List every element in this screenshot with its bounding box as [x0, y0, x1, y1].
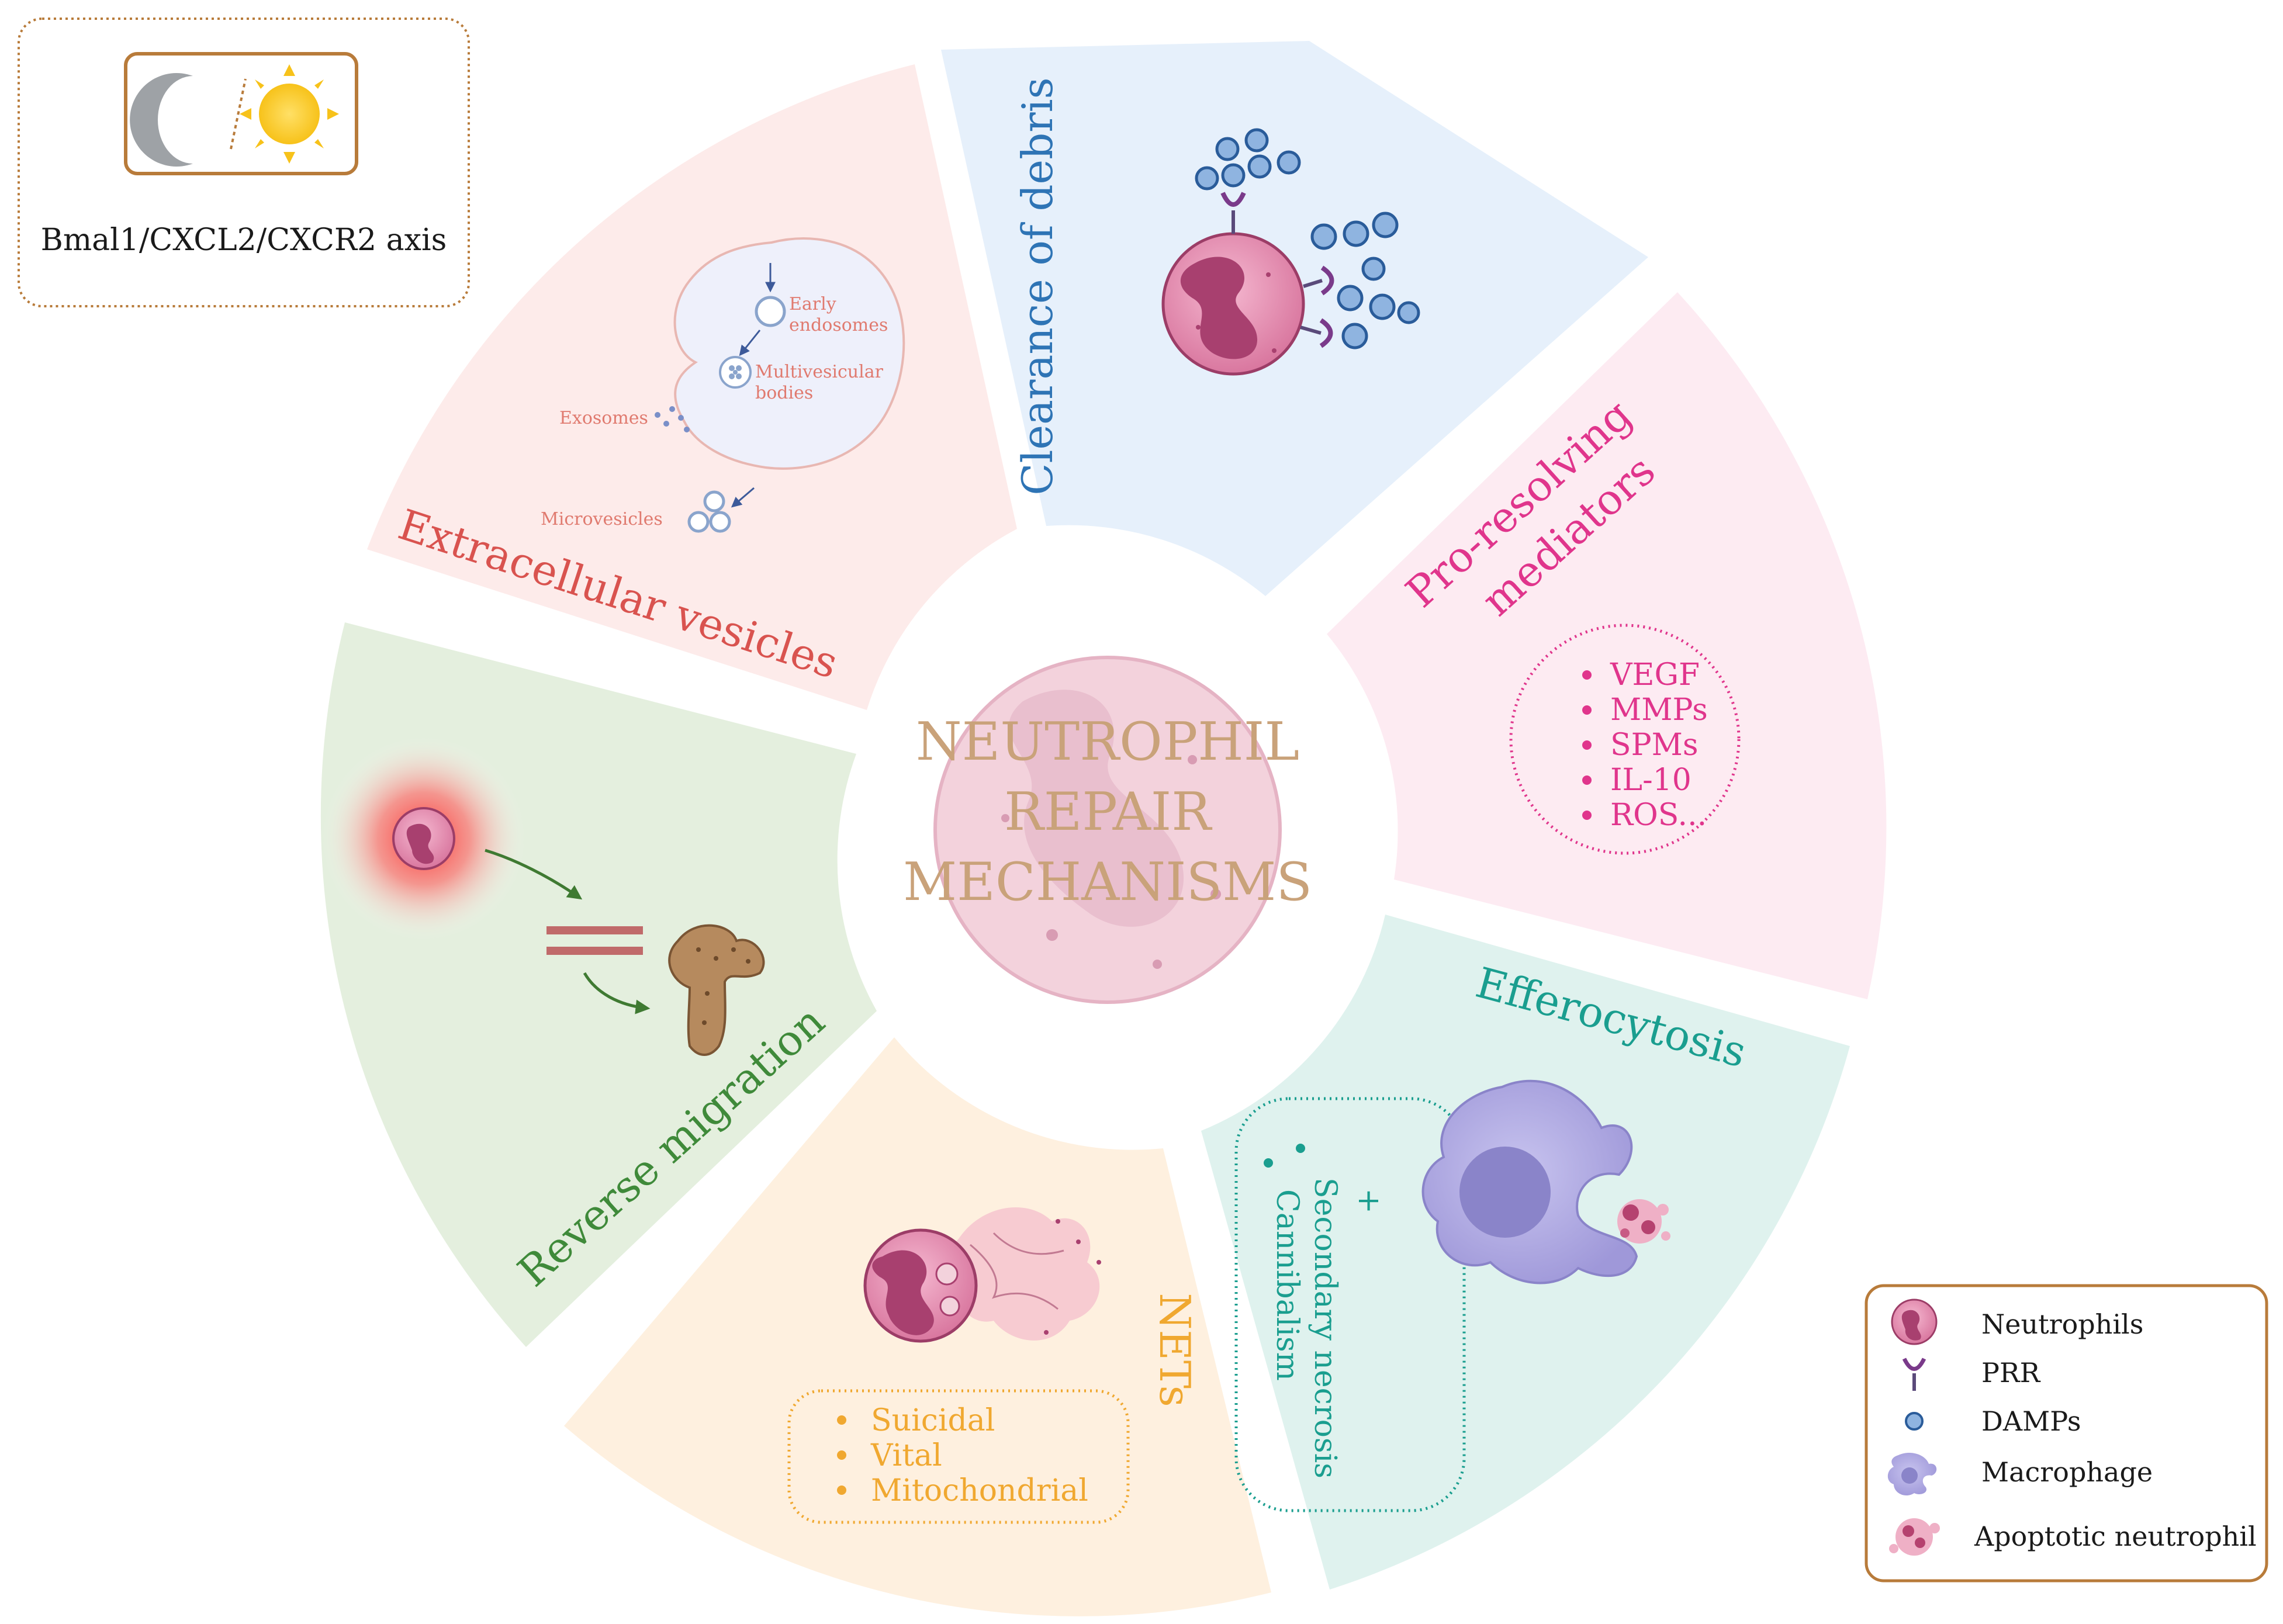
- legend: Neutrophils PRR DAMPs Macrophage Apoptot…: [1865, 1284, 2268, 1583]
- center-title-line-3: MECHANISMS: [903, 851, 1312, 913]
- apoptotic-neutrophil-legend-icon: [1889, 1518, 1940, 1556]
- legend-label: Apoptotic neutrophil: [1974, 1521, 2257, 1552]
- efferocytosis-list: + Secondary necrosis Cannibalism: [1234, 1097, 1466, 1512]
- center-neutrophil-cell: [933, 656, 1282, 1004]
- reverse-migration-illustration: [321, 736, 765, 1056]
- pro-resolving-item: ROS...: [1610, 798, 1707, 833]
- center-title-line-1: NEUTROPHIL: [916, 711, 1299, 773]
- macrophage-legend-icon: [1887, 1452, 1937, 1496]
- ev-mvb-2: bodies: [755, 383, 813, 403]
- nets-item: Vital: [870, 1438, 942, 1473]
- pro-resolving-item: IL-10: [1610, 763, 1692, 798]
- legend-label: Macrophage: [1981, 1456, 2153, 1488]
- efferocytosis-plus: +: [1351, 1188, 1386, 1214]
- damps-legend-icon: [1905, 1412, 1924, 1431]
- ev-early-endosomes-1: Early: [789, 294, 836, 314]
- moon-icon: [130, 73, 193, 167]
- ev-microvesicles: Microvesicles: [541, 509, 663, 529]
- center-title: NEUTROPHIL REPAIR MECHANISMS: [903, 711, 1312, 913]
- nets-item: Mitochondrial: [871, 1473, 1088, 1508]
- efferocytosis-item: Secondary necrosis: [1307, 1178, 1343, 1478]
- efferocytosis-item: Cannibalism: [1270, 1189, 1305, 1381]
- circadian-panel: Bmal1/CXCL2/CXCR2 axis: [18, 18, 470, 307]
- nets-item: Suicidal: [871, 1403, 995, 1438]
- legend-label: Neutrophils: [1981, 1308, 2143, 1340]
- center-title-line-2: REPAIR: [1004, 781, 1212, 843]
- clearance-neutrophil-illustration: [1161, 128, 1420, 376]
- pro-resolving-item: SPMs: [1610, 728, 1699, 763]
- prr-legend-icon: [1902, 1358, 1926, 1391]
- sector-pro-resolving-mediators: [1327, 292, 1887, 999]
- nets-title: NETs: [1150, 1293, 1199, 1407]
- pro-resolving-list: VEGF MMPs SPMs IL-10 ROS...: [1509, 624, 1741, 855]
- bone-icon: [668, 924, 765, 1056]
- clearance-title: Clearance of debris: [1013, 77, 1062, 495]
- legend-label: PRR: [1981, 1357, 2041, 1388]
- pro-resolving-item: VEGF: [1610, 657, 1700, 692]
- circadian-label: Bmal1/CXCL2/CXCR2 axis: [41, 223, 447, 258]
- ev-exosomes: Exosomes: [559, 408, 648, 428]
- ev-early-endosomes-2: endosomes: [789, 315, 888, 335]
- legend-label: DAMPs: [1981, 1405, 2081, 1437]
- apoptotic-neutrophil: [1617, 1199, 1670, 1244]
- nets-illustration: [863, 1207, 1101, 1343]
- neutrophil-legend-icon: [1891, 1298, 1938, 1345]
- nets-list: Suicidal Vital Mitochondrial: [787, 1389, 1130, 1524]
- pro-resolving-item: MMPs: [1610, 692, 1708, 728]
- ev-mvb-1: Multivesicular: [755, 362, 884, 382]
- efferocytosis-macrophage-illustration: [1421, 1079, 1670, 1284]
- sun-icon: [240, 64, 339, 164]
- ev-illustration: Early endosomes Multivesicular bodies Ex…: [541, 237, 905, 533]
